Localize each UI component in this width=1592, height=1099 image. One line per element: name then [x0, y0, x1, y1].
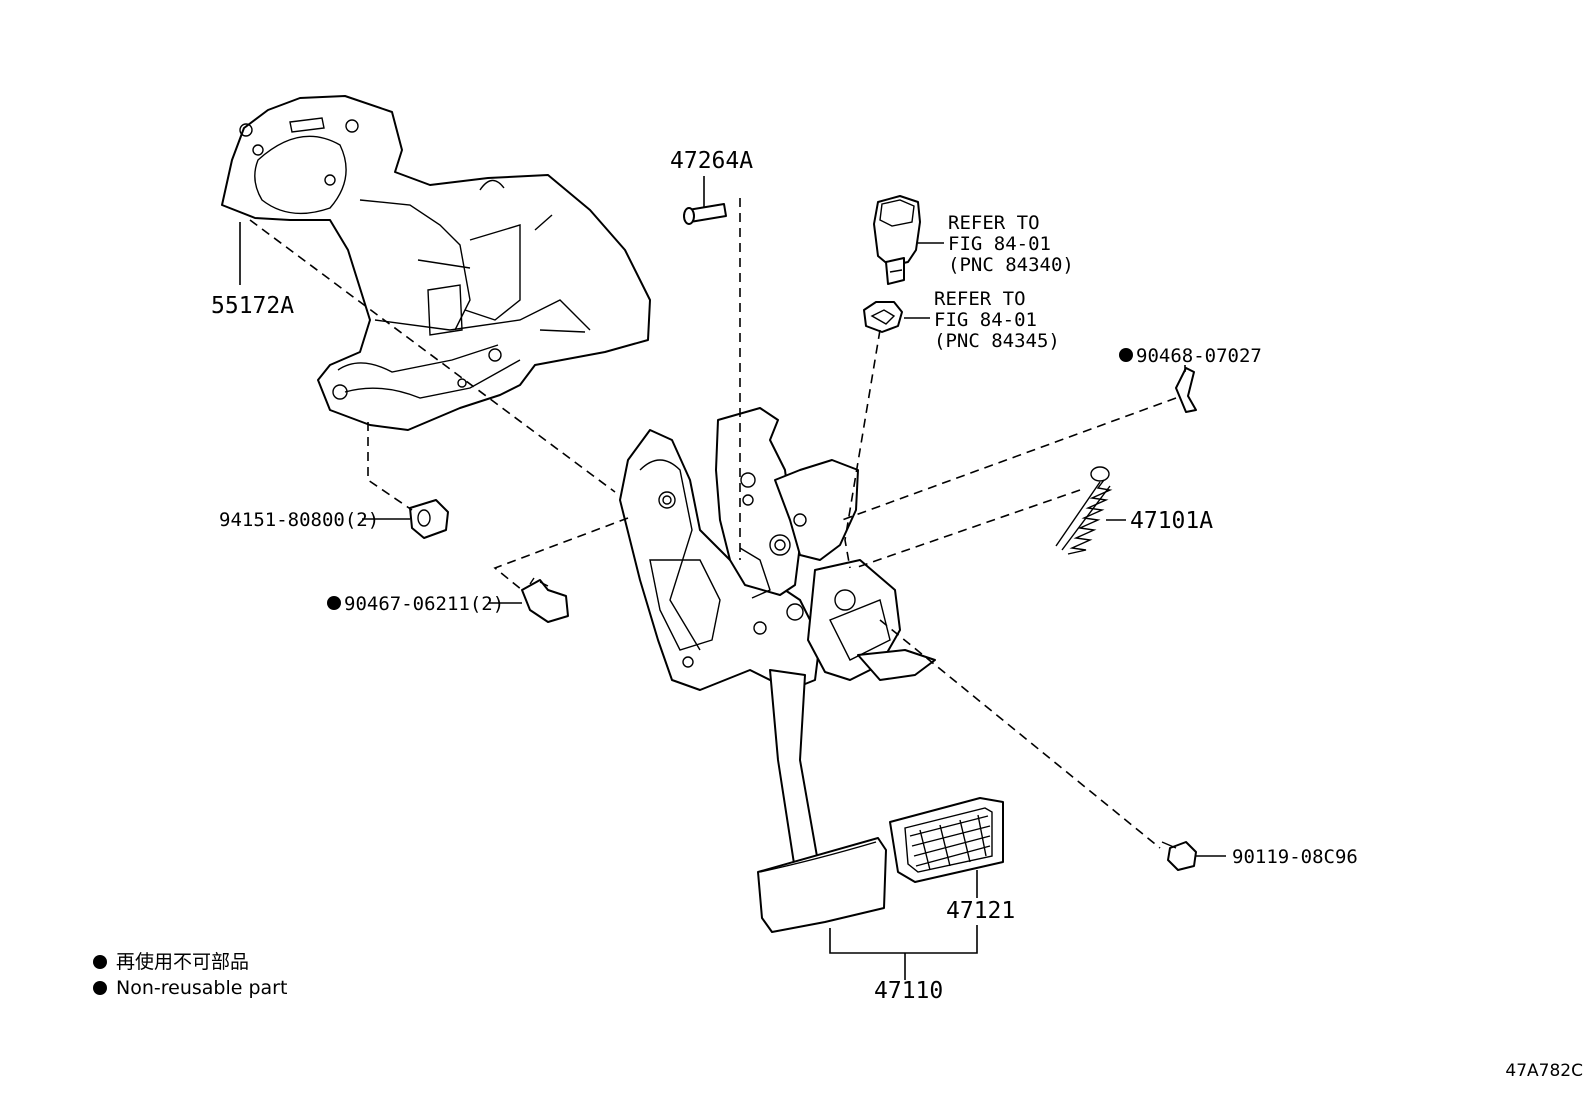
legend-bullet-jp	[93, 955, 107, 969]
pedal-cushion-drawing	[863, 301, 903, 333]
label-47110: 47110	[874, 978, 943, 1004]
label-90468-07027: 90468-07027	[1136, 345, 1262, 367]
label-55172A: 55172A	[211, 293, 294, 319]
legend: 再使用不可部品 Non-reusable part	[93, 951, 287, 999]
cushion-refer-line2: FIG 84-01	[934, 309, 1037, 331]
non-reusable-marker-nut	[327, 596, 341, 610]
figure-code: 47A782C	[1505, 1061, 1583, 1081]
stop-switch-refer-line1: REFER TO	[948, 212, 1040, 234]
legend-text-en: Non-reusable part	[116, 977, 287, 999]
pin-drawing	[683, 203, 727, 225]
legend-text-jp: 再使用不可部品	[116, 951, 249, 973]
pedal-bracket-support-drawing	[221, 95, 651, 431]
clip-drawing	[1175, 367, 1197, 413]
label-47101A: 47101A	[1130, 508, 1213, 534]
leader-lines	[239, 176, 1226, 980]
bolt-drawing	[1161, 841, 1197, 871]
stop-switch-refer-line2: FIG 84-01	[948, 233, 1051, 255]
stop-lamp-switch-drawing	[873, 195, 921, 285]
pedal-pad-drawing	[889, 797, 1004, 883]
label-90119-08C96: 90119-08C96	[1232, 846, 1358, 868]
non-reusable-marker-clip	[1119, 348, 1133, 362]
return-spring-drawing	[1055, 466, 1113, 555]
cushion-refer-line1: REFER TO	[934, 288, 1026, 310]
brake-pedal-assembly-drawing	[619, 407, 936, 933]
label-94151-80800: 94151-80800(2)	[219, 509, 379, 531]
cushion-nut-drawing	[409, 499, 449, 539]
label-47264A: 47264A	[670, 148, 753, 174]
stop-switch-refer-line3: (PNC 84340)	[948, 254, 1074, 276]
assembly-dashed-lines	[249, 198, 1177, 849]
label-90467-06211: 90467-06211(2)	[344, 593, 504, 615]
label-47121: 47121	[946, 898, 1015, 924]
legend-bullet-en	[93, 981, 107, 995]
cushion-refer-line3: (PNC 84345)	[934, 330, 1060, 352]
nut-drawing	[521, 577, 569, 623]
